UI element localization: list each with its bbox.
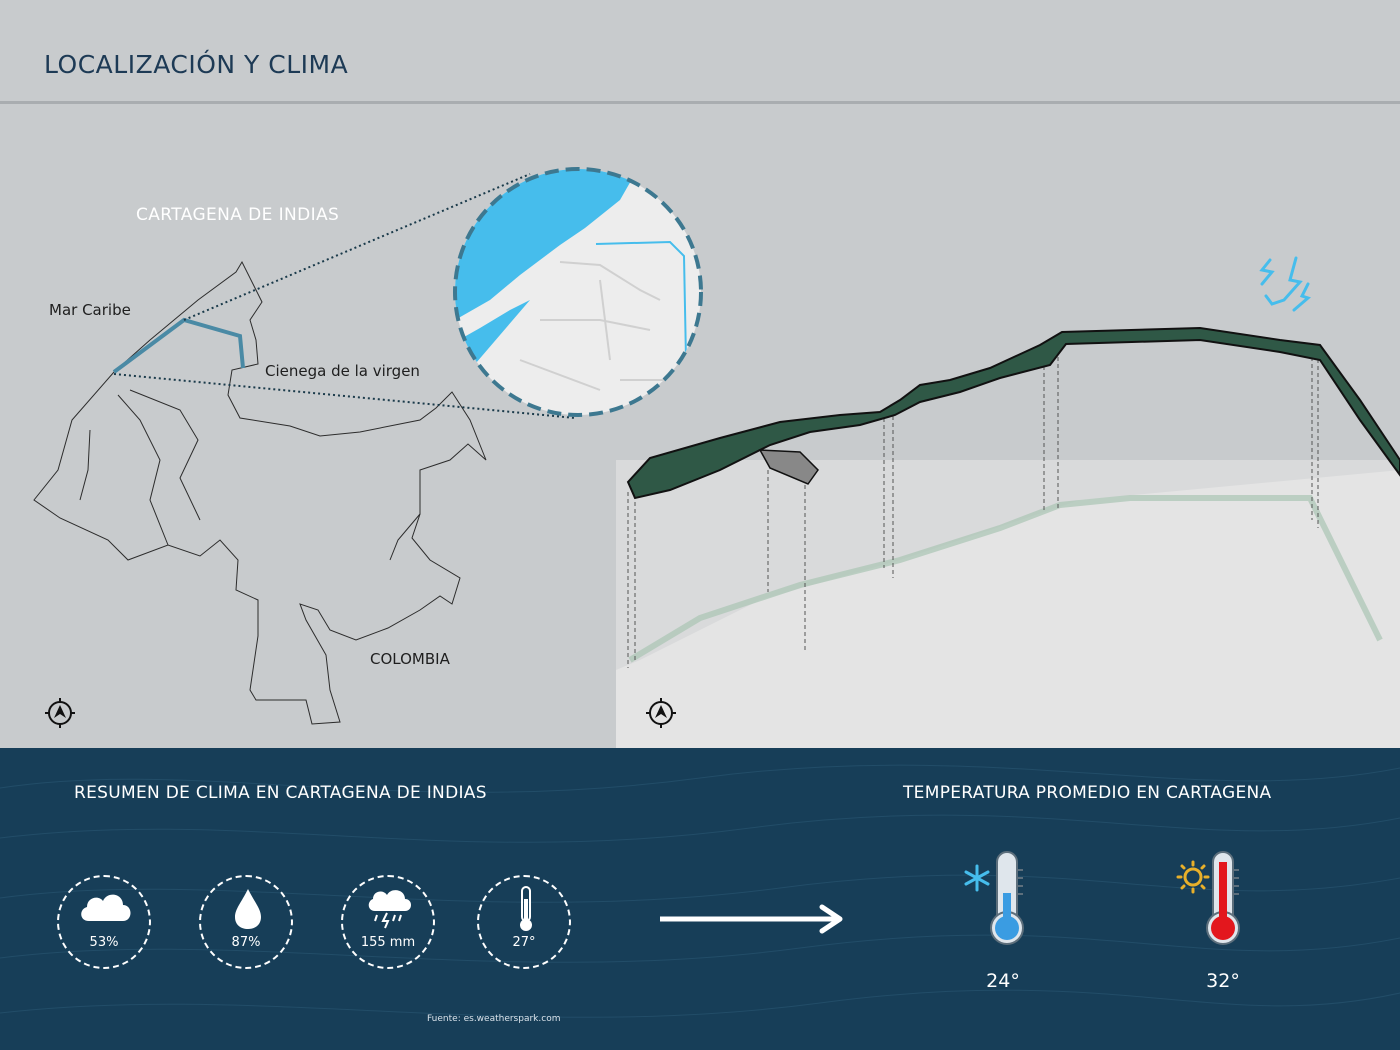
title-divider: [0, 101, 1400, 104]
min-temperature-value: 24°: [986, 970, 1020, 992]
airport-zone: [758, 449, 819, 485]
max-temperature-value: 32°: [1206, 970, 1240, 992]
city-label: CARTAGENA DE INDIAS: [136, 205, 340, 225]
zoom-circle: [453, 167, 703, 417]
wave-texture: [0, 764, 1400, 1018]
rainfall-stat: 155 mm: [341, 875, 435, 969]
coastal-strip-3d: [626, 326, 1400, 500]
page-title: LOCALIZACIÓN Y CLIMA: [44, 50, 349, 79]
country-label: COLOMBIA: [370, 650, 450, 668]
rainfall-value: 155 mm: [360, 935, 416, 950]
sea-label: Mar Caribe: [49, 301, 131, 319]
lagoon-label: Cienega de la virgen: [265, 362, 420, 380]
hot-thermometer-icon: [1206, 851, 1240, 945]
location-map: [33, 167, 1400, 750]
arrow-right-icon: [660, 904, 843, 934]
humidity-stat: 87%: [199, 875, 293, 969]
shoreline-trace: [628, 495, 1383, 663]
zoom-detail: [455, 169, 701, 415]
project-corridor: [112, 317, 245, 374]
climate-summary-title: RESUMEN DE CLIMA EN CARTAGENA DE INDIAS: [74, 783, 487, 803]
temperature-title: TEMPERATURA PROMEDIO EN CARTAGENA: [903, 783, 1272, 803]
north-arrow-icon: [45, 698, 75, 728]
zoom-line-bottom: [113, 373, 576, 419]
cloud-icon: [81, 894, 131, 921]
storm-cloud-icon: [368, 890, 411, 929]
climate-panel: RESUMEN DE CLIMA EN CARTAGENA DE INDIAS …: [0, 748, 1400, 1050]
source-note: Fuente: es.weatherspark.com: [427, 1014, 561, 1024]
temperature-stat: 27°: [477, 875, 571, 969]
river-outline: [79, 389, 421, 561]
projection-lines: [627, 350, 1319, 668]
cold-thermometer-icon: [990, 851, 1024, 945]
municipality-outline: [33, 260, 487, 725]
cloud-cover-value: 53%: [89, 935, 119, 950]
water-drop-icon: [235, 889, 261, 929]
temperature-value: 27°: [512, 935, 536, 950]
north-arrow-icon: [646, 698, 676, 728]
snowflake-icon: [964, 864, 990, 892]
thermometer-icon: [520, 886, 532, 931]
sun-icon: [1176, 860, 1210, 894]
humidity-value: 87%: [231, 935, 261, 950]
wind-icon: [1259, 256, 1311, 312]
cloud-cover-stat: 53%: [57, 875, 151, 969]
